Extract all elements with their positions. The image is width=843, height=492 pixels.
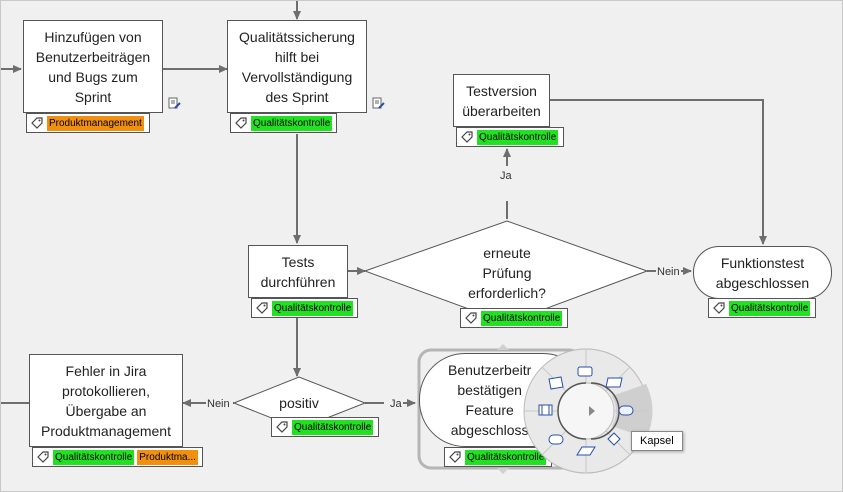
decision-recheck-label: erneute Prüfung erforderlich? <box>468 245 546 301</box>
process-run-tests[interactable]: Tests durchführen <box>248 245 348 298</box>
shape-document-icon[interactable] <box>548 376 564 390</box>
selection-handle-top[interactable] <box>497 344 509 350</box>
tag-quality-control[interactable]: Qualitätskontrolle <box>481 310 563 326</box>
selection-handle-bottom[interactable] <box>497 468 509 474</box>
shape-subprocess-icon[interactable] <box>538 404 553 416</box>
shape-parallelogram-icon[interactable] <box>576 446 596 456</box>
shape-radial-menu-overlay[interactable] <box>521 346 653 478</box>
tag-icon <box>37 451 49 463</box>
terminal-function-test-done-label: Funktionstest abgeschlossen <box>715 254 810 291</box>
edge-label-no-recheck: Nein <box>656 266 681 278</box>
edge-label-yes-positive: Ja <box>389 398 403 410</box>
tags-recheck: Qualitätskontrolle <box>460 308 568 328</box>
tag-product-management[interactable]: Produktma... <box>137 449 198 465</box>
process-run-tests-label: Tests durchführen <box>260 253 336 290</box>
edge-rework-to-functest <box>550 99 767 245</box>
tag-product-management[interactable]: Produktmanagement <box>47 115 144 131</box>
tag-quality-control[interactable]: Qualitätskontrolle <box>465 449 547 465</box>
edge-label-yes-recheck: Ja <box>499 170 513 182</box>
decision-recheck-shape[interactable] <box>363 220 649 324</box>
shape-capsule-icon[interactable] <box>618 405 634 416</box>
tag-icon <box>235 117 247 129</box>
shape-decision-icon[interactable] <box>607 432 621 446</box>
tag-icon <box>449 451 461 463</box>
process-log-bugs[interactable]: Fehler in Jira protokollieren, Übergabe … <box>29 354 183 447</box>
note-icon[interactable] <box>168 97 181 110</box>
tag-icon <box>256 302 268 314</box>
tags-positive: Qualitätskontrolle <box>271 417 379 437</box>
tag-icon <box>31 117 43 129</box>
tags-user-confirmed: Qualitätskontrolle <box>444 447 552 467</box>
note-icon[interactable] <box>372 97 385 110</box>
process-log-bugs-label: Fehler in Jira protokollieren, Übergabe … <box>41 362 171 439</box>
process-add-stories-label: Hinzufügen von Benutzerbeiträgen und Bug… <box>35 28 151 105</box>
tag-quality-control[interactable]: Qualitätskontrolle <box>251 115 333 131</box>
tags-run-tests: Qualitätskontrolle <box>251 298 358 318</box>
shape-data-icon[interactable] <box>605 377 623 388</box>
tag-quality-control[interactable]: Qualitätskontrolle <box>272 300 354 316</box>
process-add-stories[interactable]: Hinzufügen von Benutzerbeiträgen und Bug… <box>23 20 163 113</box>
process-qa-sprint[interactable]: Qualitätssicherung hilft bei Vervollstän… <box>227 20 367 113</box>
tags-function-test-done: Qualitätskontrolle <box>708 298 816 318</box>
process-qa-sprint-label: Qualitätssicherung hilft bei Vervollstän… <box>239 28 355 105</box>
tags-add-stories: Produktmanagement <box>26 113 150 133</box>
process-rework-test[interactable]: Testversion überarbeiten <box>453 74 550 127</box>
tag-quality-control[interactable]: Qualitätskontrolle <box>292 419 374 435</box>
shape-rounded-rect-icon[interactable] <box>577 366 593 377</box>
tag-icon <box>465 312 477 324</box>
shape-tooltip: Kapsel <box>631 431 683 451</box>
terminal-user-confirmed-label: Benutzerbeitr bestätigen Feature abgesch… <box>448 362 532 438</box>
tag-icon <box>461 131 473 143</box>
terminal-function-test-done[interactable]: Funktionstest abgeschlossen <box>693 246 832 299</box>
tag-quality-control[interactable]: Qualitätskontrolle <box>477 129 559 145</box>
tag-quality-control[interactable]: Qualitätskontrolle <box>729 300 811 316</box>
shape-database-icon[interactable] <box>548 434 564 445</box>
chevron-right-icon <box>589 406 595 416</box>
tags-log-bugs: Qualitätskontrolle Produktma... <box>32 447 203 467</box>
decision-positive-label: positiv <box>279 395 319 411</box>
tags-qa-sprint: Qualitätskontrolle <box>230 113 337 133</box>
process-rework-test-label: Testversion überarbeiten <box>462 82 541 119</box>
tags-rework-test: Qualitätskontrolle <box>456 127 564 147</box>
edge-label-no-positive: Nein <box>206 398 231 410</box>
tag-quality-control[interactable]: Qualitätskontrolle <box>53 449 135 465</box>
tag-icon <box>713 302 725 314</box>
tag-icon <box>276 421 288 433</box>
